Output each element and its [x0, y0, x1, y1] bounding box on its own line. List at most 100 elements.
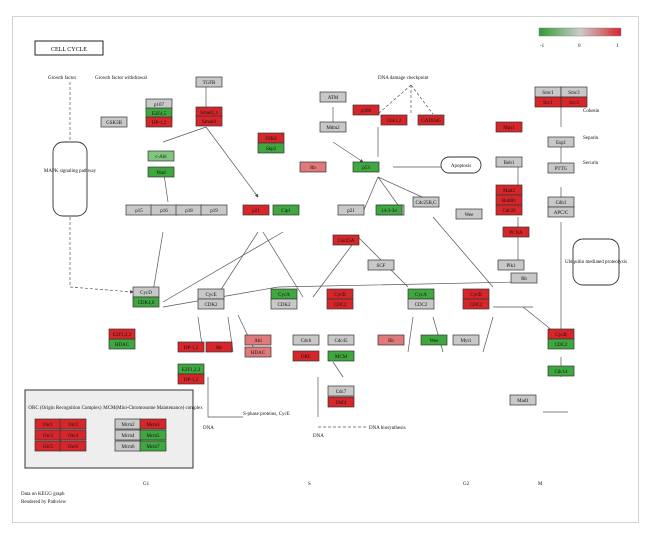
gene-node-dp12b[interactable]: DP-1,2 [177, 341, 205, 353]
gene-node-cdc14[interactable]: Cdc14 [547, 365, 575, 377]
gene-node-box [412, 196, 440, 208]
gene-node-cdc2b[interactable]: CDC2 [407, 298, 435, 310]
gene-node-skp2[interactable]: Skp2 [257, 142, 285, 154]
gene-node-dp12c[interactable]: DP-1,2 [177, 373, 205, 385]
gene-node-cdc2a[interactable]: CDC2 [326, 298, 354, 310]
gene-node-p19[interactable]: p19 [200, 204, 228, 216]
gene-node-cdc20[interactable]: Cdc20 [495, 204, 523, 216]
gene-node-apc[interactable]: APC/C [547, 206, 575, 218]
gene-node-p300[interactable]: p300 [352, 104, 380, 116]
gene-node-cyce[interactable]: CycE [197, 288, 225, 300]
gene-node-cycb_cd[interactable]: CycB [326, 288, 354, 300]
gene-node-mcm3[interactable]: Mcm3 [139, 418, 167, 430]
gene-node-label: Mps1 [503, 126, 515, 131]
gene-node-cdk46[interactable]: CDK4,6 [132, 296, 160, 308]
gene-node-dbf4[interactable]: Dbf4 [327, 396, 355, 408]
gene-node-box [200, 204, 228, 216]
gene-node-mcm2[interactable]: Mcm2 [114, 418, 142, 430]
gene-node-orc5[interactable]: Orc5 [34, 440, 62, 452]
gene-node-p53[interactable]: p53 [352, 161, 380, 173]
gene-node-mad[interactable]: Mad [147, 166, 175, 178]
gene-node-scc1[interactable]: Scc1 [534, 96, 562, 108]
gene-node-mad2[interactable]: Mad2 [495, 184, 523, 196]
gene-node-p15[interactable]: p15 [125, 204, 153, 216]
gene-node-rb2[interactable]: Rb [205, 341, 233, 353]
gene-node-smad4[interactable]: Smad4 [195, 115, 223, 127]
gene-node-orc1[interactable]: Orc1 [34, 418, 62, 430]
gene-node-p21a[interactable]: p21 [242, 204, 270, 216]
gene-node-orc2[interactable]: Orc2 [59, 418, 87, 430]
gene-node-rb4[interactable]: Rb [510, 272, 538, 284]
gene-node-bubr1[interactable]: BubR1 [495, 194, 523, 206]
gene-node-mad1[interactable]: Mad1 [509, 394, 537, 406]
gene-node-wee[interactable]: Wee [455, 208, 483, 220]
gene-node-mcm4[interactable]: Mcm4 [114, 429, 142, 441]
gene-node-cycd[interactable]: CycD [132, 286, 160, 298]
gene-node-smad23[interactable]: Smad2,3 [195, 106, 223, 118]
gene-node-abl[interactable]: c-Abl [147, 150, 175, 162]
apoptosis-box[interactable]: Apoptosis [440, 156, 482, 174]
gene-node-orc3[interactable]: Orc3 [34, 429, 62, 441]
gene-node-p18[interactable]: p18 [175, 204, 203, 216]
gene-node-e2f123b[interactable]: E2F1,2,3 [177, 363, 205, 375]
gene-node-bub1[interactable]: Bub1 [495, 156, 523, 168]
gene-node-scf[interactable]: SCF [367, 259, 395, 271]
gene-node-cdc45[interactable]: Cdc45 [327, 334, 355, 346]
mapk-box[interactable]: MAPK signaling pathway [44, 141, 97, 217]
gene-node-chk12[interactable]: Chk1,2 [380, 114, 408, 126]
gene-node-cip1[interactable]: Cip1 [272, 204, 300, 216]
gene-node-mcm_sm[interactable]: MCM [327, 350, 355, 362]
gene-node-hdac[interactable]: HDAC [108, 338, 136, 350]
gene-node-cdc7[interactable]: Cdc7 [327, 385, 355, 397]
gene-node-mps1[interactable]: Mps1 [495, 121, 523, 133]
gene-node-scc3[interactable]: Scc3 [560, 96, 588, 108]
gene-node-cdh1[interactable]: Cdh1 [547, 196, 575, 208]
gene-node-cdc25b[interactable]: Cdc25B,C [412, 196, 440, 208]
gene-node-gsk3b[interactable]: GSK3B [100, 116, 128, 128]
gene-node-orc_sm[interactable]: ORC [292, 350, 320, 362]
gene-node-orc4[interactable]: Orc4 [59, 429, 87, 441]
gene-node-atm[interactable]: ATM [319, 91, 347, 103]
gene-node-cycb2[interactable]: CycB [462, 288, 490, 300]
gene-node-label: Cdc25B,C [416, 201, 438, 206]
gene-node-mcm7[interactable]: Mcm7 [139, 440, 167, 452]
gene-node-ink4[interactable]: INK4 [257, 132, 285, 144]
gene-node-cyca2[interactable]: CycA [407, 288, 435, 300]
gene-node-mcm6[interactable]: Mcm6 [114, 440, 142, 452]
gene-node-pcna[interactable]: PCNA [502, 226, 530, 238]
gene-node-dp12a[interactable]: DP-1,2 [145, 116, 173, 128]
gene-node-box [292, 334, 320, 346]
orc-label: ORC (Origin Recognition Complex) [28, 406, 102, 411]
gene-node-p21b[interactable]: p21 [337, 204, 365, 216]
gene-node-rb3[interactable]: Rb [377, 334, 405, 346]
gene-node-gadd45[interactable]: GADD45 [417, 114, 445, 126]
gene-node-tgfb[interactable]: TGFB [195, 76, 223, 88]
gene-node-mcm5[interactable]: Mcm5 [139, 429, 167, 441]
gene-node-cyca1[interactable]: CycA [270, 288, 298, 300]
gene-node-cdc25a[interactable]: Cdc25A [332, 234, 360, 246]
gene-node-cdc6[interactable]: Cdc6 [292, 334, 320, 346]
gene-node-myt1[interactable]: Myt1 [452, 334, 480, 346]
gene-node-cdc2d[interactable]: CDC2 [547, 338, 575, 350]
gene-node-smc3[interactable]: Smc3 [560, 86, 588, 98]
gene-node-pttg[interactable]: PTTG [547, 162, 575, 174]
gene-node-mdm2[interactable]: Mdm2 [319, 121, 347, 133]
gene-node-abl2[interactable]: Abl [244, 334, 272, 346]
gene-node-smc1[interactable]: Smc1 [534, 86, 562, 98]
gene-node-rb[interactable]: Rb [299, 161, 327, 173]
gene-node-cdk2a[interactable]: CDK2 [197, 298, 225, 310]
ubiquitin-box[interactable]: Ubiquitin mediated proteolysis [565, 238, 627, 286]
gene-node-esp1[interactable]: Esp1 [547, 136, 575, 148]
gene-node-plk1[interactable]: Plk1 [497, 259, 525, 271]
gene-node-p107[interactable]: p107 [145, 98, 173, 110]
gene-node-orc6[interactable]: Orc6 [59, 440, 87, 452]
gene-node-hdac2[interactable]: HDAC [244, 346, 272, 358]
gene-node-cycb3[interactable]: CycB [547, 328, 575, 340]
gene-node-cdk2b[interactable]: CDK2 [270, 298, 298, 310]
gene-node-14337[interactable]: 14-3-3σ [375, 204, 403, 216]
gene-node-cdc2c[interactable]: CDC2 [462, 298, 490, 310]
gene-node-e2f13[interactable]: E2F1,2,3 [108, 328, 136, 340]
gene-node-e2f45[interactable]: E2F4,5 [145, 107, 173, 119]
gene-node-p16[interactable]: p16 [150, 204, 178, 216]
gene-node-wee2[interactable]: Wee [420, 334, 448, 346]
